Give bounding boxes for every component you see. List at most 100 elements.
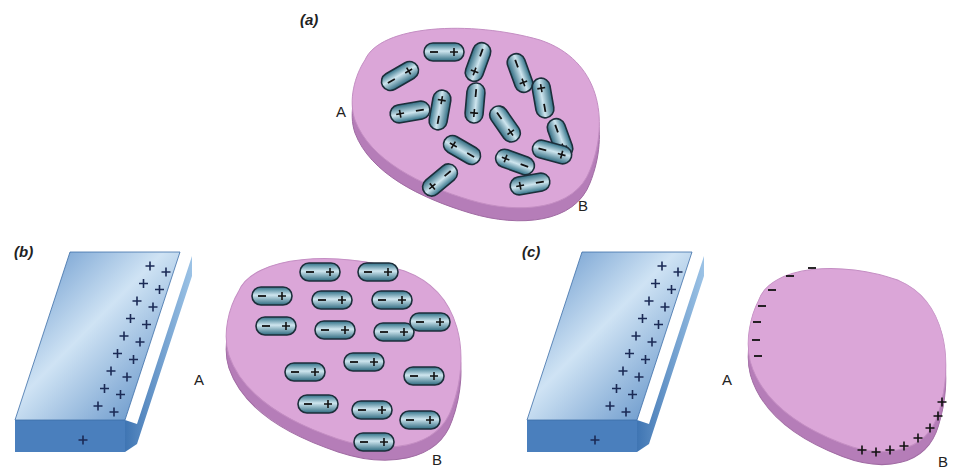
dipole-body (400, 411, 440, 429)
molecular-dipole (256, 317, 296, 335)
plus-sign (651, 279, 660, 288)
plus-sign (155, 285, 164, 294)
plus-sign (370, 358, 378, 366)
plus-sign (674, 268, 683, 277)
dipole-body (372, 291, 412, 309)
dielectric-body (748, 268, 946, 451)
dipole-body (463, 40, 494, 84)
plus-sign (326, 268, 334, 276)
plus-sign (641, 355, 650, 364)
plus-sign (469, 66, 479, 76)
minus-sign (475, 89, 477, 97)
plus-sign (619, 367, 628, 376)
plus-sign (518, 77, 528, 87)
dipole-body (285, 363, 325, 381)
plus-sign (79, 436, 88, 445)
minus-sign (555, 125, 558, 133)
molecular-dipole (531, 77, 556, 120)
dielectric-body (226, 259, 461, 447)
plus-sign (938, 398, 947, 407)
plus-sign (162, 268, 171, 277)
molecular-dipole (464, 82, 485, 123)
molecular-dipole (315, 321, 355, 339)
minus-sign (753, 321, 761, 323)
end-label: B (578, 198, 588, 213)
minus-sign (358, 409, 366, 411)
minus-sign (380, 331, 388, 333)
plus-sign (645, 297, 654, 306)
minus-sign (752, 339, 760, 341)
molecular-dipole (378, 58, 422, 94)
plate-edge (15, 420, 125, 452)
dipole-body (358, 263, 398, 281)
minus-sign (364, 271, 372, 273)
plus-sign (116, 390, 125, 399)
molecular-dipole (419, 160, 461, 200)
plus-sign (500, 153, 510, 163)
plus-sign (133, 297, 142, 306)
minus-sign (410, 375, 418, 377)
dipole-body (428, 89, 453, 132)
molecular-dipole (428, 89, 453, 132)
plus-sign (537, 84, 546, 93)
charged-plate (527, 252, 704, 452)
minus-sign (430, 51, 438, 53)
plus-sign (872, 448, 881, 457)
dipole-body (404, 367, 444, 385)
plus-sign (136, 338, 145, 347)
minus-sign (467, 153, 474, 157)
molecular-dipole (509, 172, 552, 197)
molecular-dipole (252, 287, 292, 305)
dipole-body (344, 353, 384, 371)
molecular-dipole (389, 100, 432, 125)
plus-sign (341, 326, 349, 334)
plus-sign (139, 279, 148, 288)
plus-sign (129, 355, 138, 364)
minus-sign (536, 182, 544, 183)
dipole-body (493, 147, 537, 178)
plus-sign (886, 446, 895, 455)
plus-sign (625, 349, 634, 358)
plus-sign (142, 320, 151, 329)
minus-sign (350, 361, 358, 363)
molecular-dipole (285, 363, 325, 381)
dipole-body (374, 323, 414, 341)
minus-sign (304, 403, 312, 405)
plus-sign (282, 322, 290, 330)
dipole-body (486, 102, 524, 145)
dipole-body (509, 172, 552, 197)
minus-sign (321, 329, 329, 331)
molecular-dipole (410, 313, 450, 331)
molecular-dipole (486, 102, 524, 145)
minus-sign (808, 267, 816, 269)
plus-sign (146, 262, 155, 271)
molecular-dipole (352, 401, 392, 419)
plus-sign (396, 109, 405, 118)
dipole-body (531, 77, 556, 120)
minus-sign (388, 79, 395, 83)
plus-sign (858, 446, 867, 455)
plus-sign (94, 402, 103, 411)
plus-sign (667, 285, 676, 294)
plus-sign (380, 438, 388, 446)
dipole-body (419, 160, 461, 200)
molecular-dipole (424, 43, 464, 61)
molecular-dipole (374, 323, 414, 341)
minus-sign (786, 275, 794, 277)
plus-sign (505, 127, 516, 138)
plus-sign (427, 181, 438, 192)
dipole-body (440, 132, 484, 168)
dipole-body (378, 58, 422, 94)
plus-sign (120, 332, 129, 341)
molecular-dipole (358, 263, 398, 281)
plus-sign (612, 384, 621, 393)
plus-sign (436, 318, 444, 326)
minus-sign (416, 110, 424, 111)
plus-sign (430, 372, 438, 380)
molecular-dipole (530, 138, 573, 166)
minus-sign (438, 116, 439, 124)
minus-sign (521, 164, 529, 167)
minus-sign (318, 299, 326, 301)
minus-sign (406, 419, 414, 421)
